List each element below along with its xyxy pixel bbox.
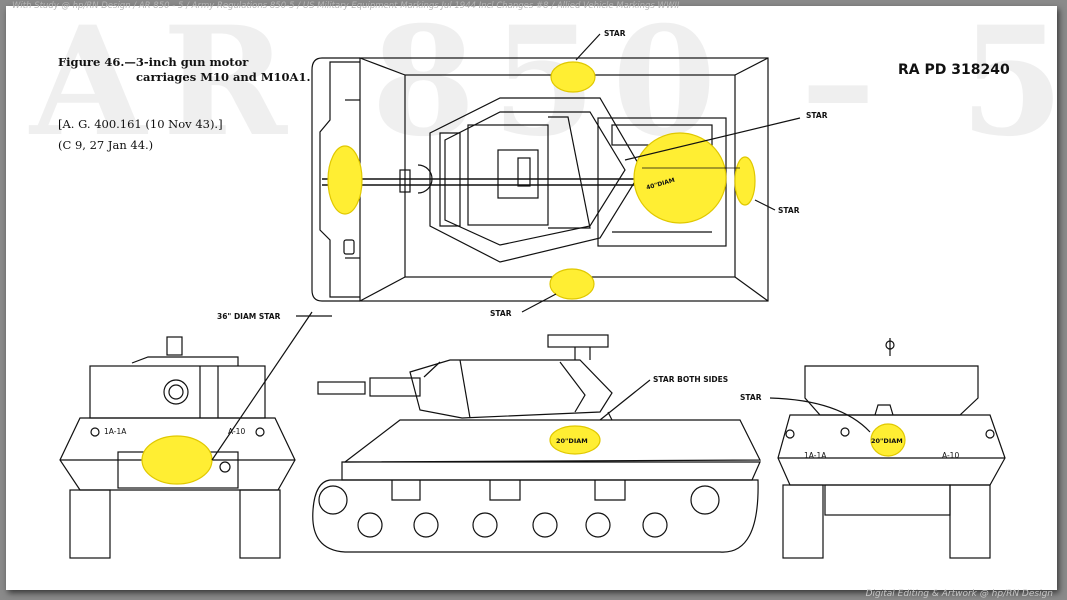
star-side <box>549 425 601 455</box>
figure-reference: RA PD 318240 <box>898 62 1010 78</box>
star-turret <box>633 132 727 224</box>
figure-change: (C 9, 27 Jan 44.) <box>58 138 154 152</box>
figure-title-line2: carriages M10 and M10A1. <box>136 70 311 84</box>
side-view <box>312 334 761 553</box>
track <box>312 479 759 553</box>
label-star-right1: STAR <box>806 111 828 120</box>
label-star-bottom: STAR <box>490 309 512 318</box>
label-rear-left-marking: 1A-1A <box>804 451 827 460</box>
front-view <box>59 311 332 559</box>
label-diam-front: 36" DIAM STAR <box>217 312 281 321</box>
label-star-both: STAR BOTH SIDES <box>653 375 728 384</box>
label-dim-rear: 20"DIAM <box>871 437 903 445</box>
front-turret <box>89 365 266 419</box>
label-star-top: STAR <box>604 29 626 38</box>
watermark-big: AR 850 – 5 <box>30 0 1067 170</box>
label-front-left-marking: 1A-1A <box>104 427 127 436</box>
star-front-view <box>141 435 213 485</box>
star-rear-view <box>870 423 906 457</box>
side-hull <box>343 419 761 463</box>
figure-frame <box>6 6 1057 590</box>
turret-outline <box>429 97 643 263</box>
star-top <box>550 61 596 93</box>
watermark-bottom: Digital Editing & Artwork @ hp/RN Design <box>865 589 1053 599</box>
figure-authority: [A. G. 400.161 (10 Nov 43).] <box>58 117 223 131</box>
road-wheels <box>357 480 668 538</box>
side-turret <box>409 359 613 419</box>
rear-view <box>769 338 1006 559</box>
star-rear <box>734 156 756 206</box>
label-star-right2: STAR <box>778 206 800 215</box>
watermark-top: With Study @ hp/RN Design / AR 850 - 5 /… <box>12 1 680 11</box>
figure-title: Figure 46.—3-inch gun motor <box>58 55 249 69</box>
label-rear-right-marking: A-10 <box>942 451 959 460</box>
star-front <box>327 145 363 215</box>
top-view <box>311 33 801 313</box>
bow-outline <box>311 57 360 302</box>
star-bottom <box>549 268 595 300</box>
label-dim-side: 20"DIAM <box>556 437 588 445</box>
label-front-right-marking: A-10 <box>228 427 245 436</box>
label-star-rear: STAR <box>740 393 762 402</box>
